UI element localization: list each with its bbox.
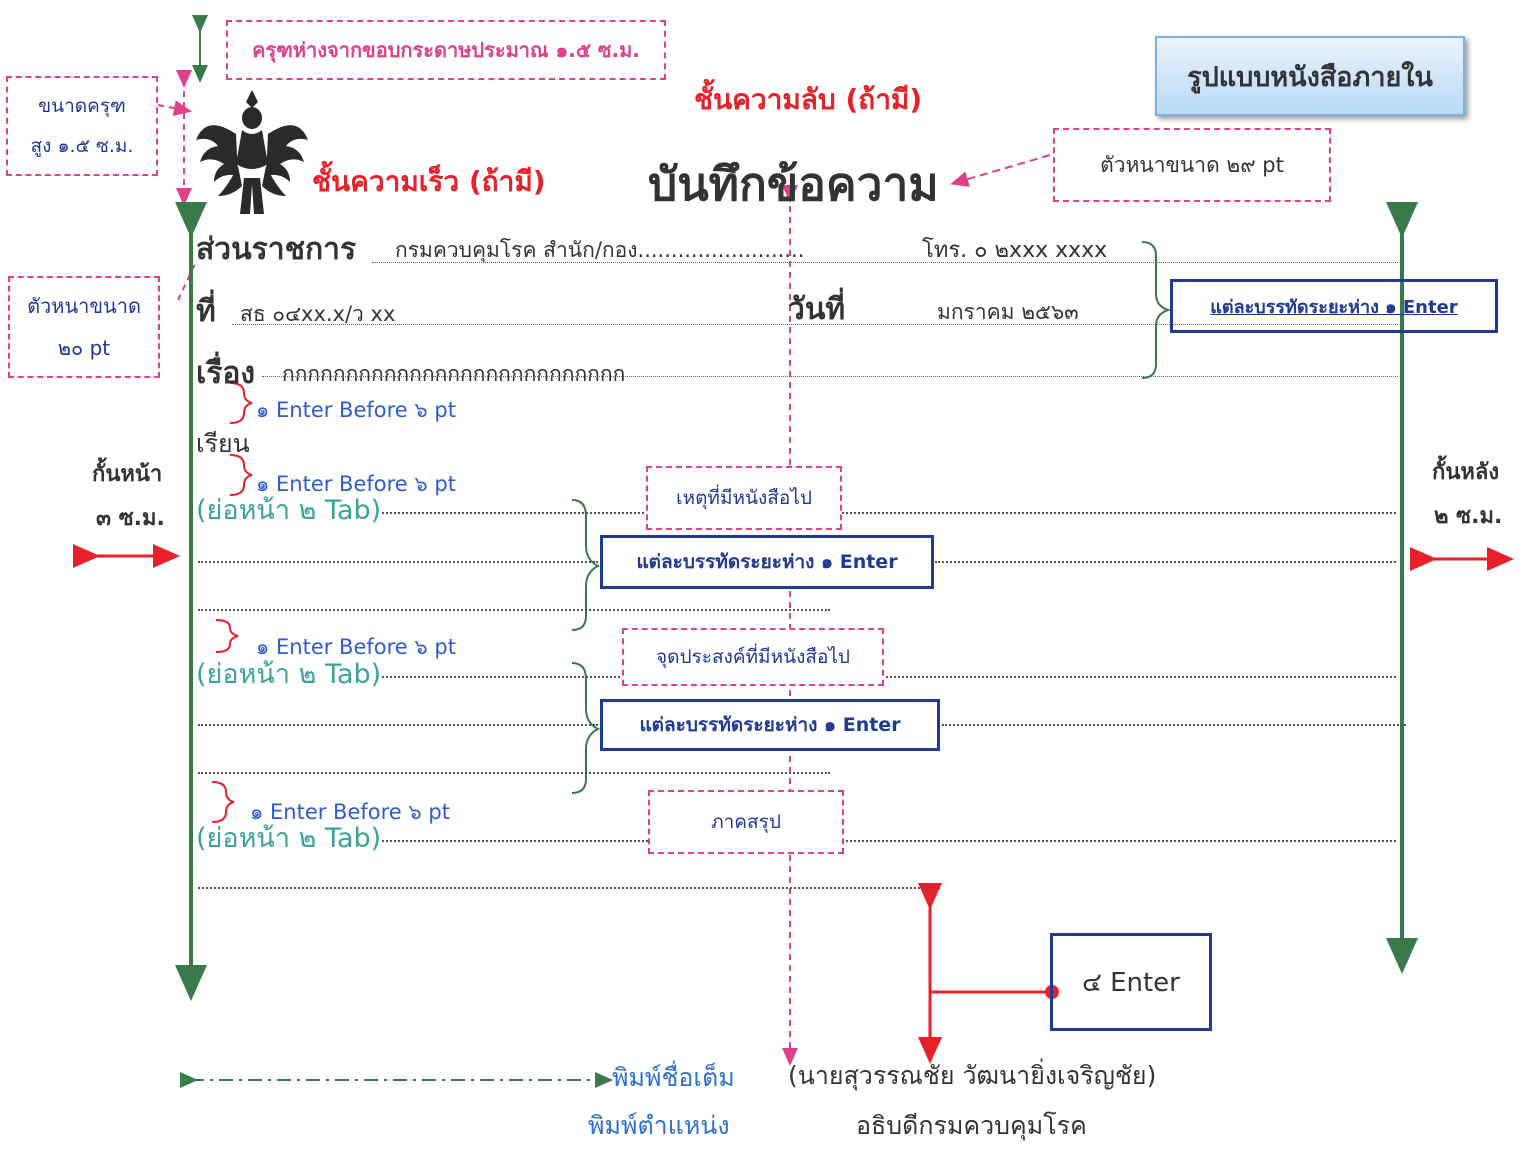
- heading-size-line1: ตัวหนาขนาด: [27, 294, 141, 318]
- urgency-label: ชั้นความเร็ว (ถ้ามี): [312, 165, 546, 198]
- heading-size-line2: ๒๐ pt: [57, 336, 111, 360]
- section2-spacing-note: แต่ละบรรทัดระยะห่าง ๑ Enter: [639, 714, 901, 736]
- section1-title-box: เหตุที่มีหนังสือไป: [646, 466, 842, 530]
- position-hint: พิมพ์ตำแหน่ง: [588, 1111, 730, 1140]
- section2-title: จุดประสงค์ที่มีหนังสือไป: [656, 646, 850, 668]
- section1-title: เหตุที่มีหนังสือไป: [676, 487, 812, 509]
- right-margin-line1: กั้นหลัง: [1432, 460, 1500, 485]
- title-pointer: [950, 154, 1051, 187]
- garuda-size-line2: สูง ๑.๕ ซ.ม.: [30, 135, 134, 157]
- agency-value: กรมควบคุมโรค สำนัก/กอง..................…: [395, 238, 805, 262]
- agency-dotline: [372, 262, 1398, 263]
- enter-before-note-4: ๑ Enter Before ๖ pt: [250, 800, 450, 824]
- salutation: เรียน: [196, 429, 250, 458]
- top-margin-note: ครุฑห่างจากขอบกระดาษประมาณ ๑.๕ ซ.ม.: [252, 38, 640, 62]
- brace-4: [211, 781, 235, 823]
- name-hint: พิมพ์ชื่อเต็ม: [612, 1063, 735, 1092]
- heading-pointer: [177, 261, 197, 301]
- section2-line1: [382, 676, 1396, 678]
- ref-dotline: [232, 324, 1398, 325]
- section1-line2a: [198, 561, 598, 563]
- header-brace: [1141, 241, 1172, 379]
- page-title: บันทึกข้อความ: [648, 157, 939, 211]
- garuda-size-box: ขนาดครุฑ สูง ๑.๕ ซ.ม.: [6, 76, 158, 176]
- section-brace-1: [571, 499, 601, 631]
- section1-line3: [198, 609, 830, 611]
- section3-title: ภาคสรุป: [711, 811, 781, 833]
- enter-before-note-1: ๑ Enter Before ๖ pt: [256, 398, 456, 422]
- phone-value: โทร. ๐ ๒xxx xxxx: [922, 238, 1108, 263]
- section2-line3: [198, 772, 830, 774]
- ref-label: ที่: [196, 294, 216, 329]
- secrecy-label: ชั้นความลับ (ถ้ามี): [694, 83, 923, 116]
- subject-value: กกกกกกกกกกกกกกกกกกกกกกกกกกก: [282, 362, 626, 386]
- section1-spacing-note: แต่ละบรรทัดระยะห่าง ๑ Enter: [636, 551, 898, 573]
- section1-spacing-box: แต่ละบรรทัดระยะห่าง ๑ Enter: [600, 535, 934, 589]
- brace-2: [229, 454, 253, 496]
- signer-name: (นายสุวรรณชัย วัฒนายิ่งเจริญชัย): [788, 1061, 1157, 1090]
- section3-title-box: ภาคสรุป: [648, 790, 844, 854]
- section2-line2a: [198, 724, 598, 726]
- header-spacing-note: แต่ละบรรทัดระยะห่าง ๑ Enter: [1210, 296, 1458, 318]
- section1-line2b: [935, 561, 1396, 563]
- left-margin-line1: กั้นหน้า: [92, 462, 163, 487]
- right-margin-line2: ๒ ซ.ม.: [1434, 504, 1503, 529]
- indent-label-3: (ย่อหน้า ๒ Tab): [196, 823, 382, 854]
- subject-label: เรื่อง: [196, 356, 256, 391]
- left-margin-line2: ๓ ซ.ม.: [96, 506, 165, 531]
- section2-line2b: [942, 724, 1406, 726]
- date-label: วันที่: [788, 292, 846, 327]
- title-size-note: ตัวหนาขนาด ๒๙ pt: [1100, 152, 1284, 177]
- signature-gap-label: ๔ Enter: [1082, 967, 1180, 998]
- subject-dotline: [262, 376, 1398, 377]
- heading-size-box: ตัวหนาขนาด ๒๐ pt: [8, 276, 160, 378]
- signature-gap-box: ๔ Enter: [1050, 933, 1212, 1031]
- section1-line1: [382, 512, 1396, 514]
- section3-line2: [198, 887, 940, 889]
- indent-label-2: (ย่อหน้า ๒ Tab): [196, 659, 382, 690]
- title-size-box: ตัวหนาขนาด ๒๙ pt: [1053, 128, 1331, 202]
- enter-before-note-2: ๑ Enter Before ๖ pt: [256, 472, 456, 496]
- section2-title-box: จุดประสงค์ที่มีหนังสือไป: [622, 628, 884, 686]
- brace-3: [215, 619, 239, 653]
- agency-label: ส่วนราชการ: [196, 232, 357, 267]
- indent-label-1: (ย่อหน้า ๒ Tab): [196, 495, 382, 526]
- section2-spacing-box: แต่ละบรรทัดระยะห่าง ๑ Enter: [600, 699, 940, 751]
- top-margin-note-box: ครุฑห่างจากขอบกระดาษประมาณ ๑.๕ ซ.ม.: [226, 20, 666, 80]
- garuda-emblem-icon: [196, 90, 308, 214]
- format-badge: รูปแบบหนังสือภายใน: [1155, 36, 1465, 116]
- enter-before-note-3: ๑ Enter Before ๖ pt: [256, 635, 456, 659]
- format-badge-label: รูปแบบหนังสือภายใน: [1187, 61, 1433, 93]
- section-brace-2: [571, 662, 601, 794]
- section3-line1: [382, 840, 1396, 842]
- date-value: มกราคม ๒๕๖๓: [937, 300, 1079, 324]
- brace-1: [229, 382, 253, 424]
- ref-value: สธ ๐๔xx.x/ว xx: [240, 302, 396, 326]
- garuda-size-line1: ขนาดครุฑ: [38, 95, 126, 117]
- signer-position: อธิบดีกรมควบคุมโรค: [856, 1111, 1087, 1140]
- header-spacing-box: แต่ละบรรทัดระยะห่าง ๑ Enter: [1170, 279, 1498, 333]
